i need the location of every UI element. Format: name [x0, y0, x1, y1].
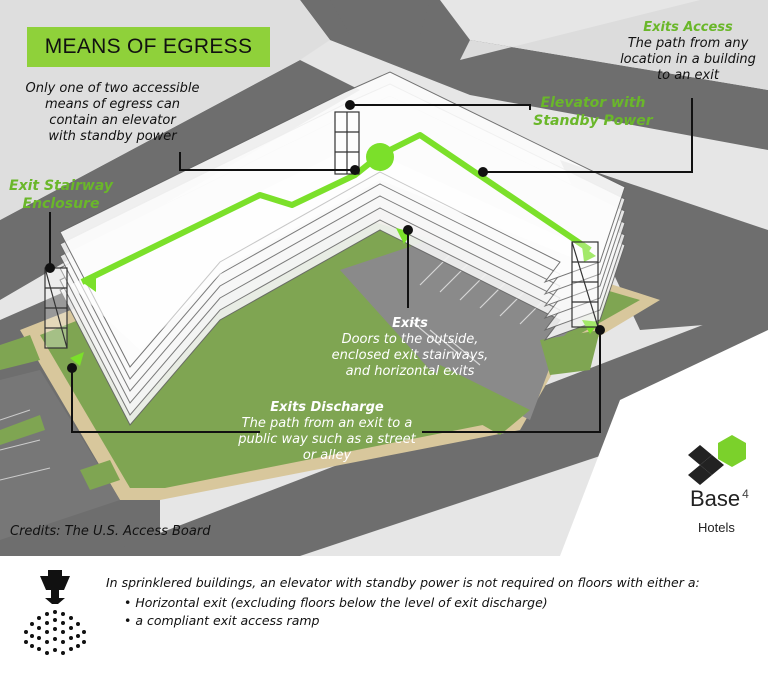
egress-diagram — [0, 0, 768, 556]
elevator-tower — [334, 111, 360, 175]
exits-line-2: enclosed exit stairways, — [331, 348, 489, 363]
callout-lines — [49, 98, 693, 433]
stair-tower-left — [44, 267, 68, 349]
label-only-one: Only one of two accessible means of egre… — [10, 81, 215, 145]
label-elevator: Elevator with Standby Power — [528, 94, 658, 130]
exits-line-3: and horizontal exits — [345, 364, 475, 379]
only-one-line-3: contain an elevator — [49, 113, 176, 128]
bullet-1-text: Horizontal exit (excluding floors below … — [135, 595, 548, 610]
elevator-line-1: Elevator with — [540, 95, 646, 111]
only-one-line-2: means of egress can — [44, 97, 181, 112]
discharge-title: Exits Discharge — [270, 400, 384, 415]
only-one-line-1: Only one of two accessible — [25, 81, 200, 96]
title-banner: MEANS OF EGRESS — [27, 27, 270, 67]
elevator-line-2: Standby Power — [533, 113, 653, 129]
bullet-2-text: a compliant exit access ramp — [135, 613, 320, 628]
exits-title: Exits — [392, 316, 428, 331]
exits-access-line-3: to an exit — [657, 68, 719, 83]
exits-access-line-1: The path from any — [627, 36, 749, 51]
footer-bullet-1: • Horizontal exit (excluding floors belo… — [124, 595, 548, 610]
stairway-line-2: Enclosure — [22, 196, 100, 212]
footer-note: In sprinklered buildings, an elevator wi… — [0, 556, 768, 679]
discharge-line-2: public way such as a street — [238, 432, 416, 447]
exits-access-title: Exits Access — [643, 20, 733, 35]
discharge-line-3: or alley — [302, 448, 352, 463]
label-discharge: Exits Discharge The path from an exit to… — [232, 400, 422, 464]
stairway-line-1: Exit Stairway — [9, 178, 113, 194]
page-title: MEANS OF EGRESS — [44, 35, 253, 58]
brand-sup: 4 — [742, 486, 749, 501]
label-stairway: Exit Stairway Enclosure — [6, 177, 116, 213]
base4-logo — [688, 435, 746, 485]
stair-tower-right — [571, 241, 599, 328]
footer-intro: In sprinklered buildings, an elevator wi… — [106, 575, 700, 590]
discharge-line-1: The path from an exit to a — [241, 416, 413, 431]
only-one-line-4: with standby power — [48, 129, 177, 144]
exits-access-line-2: location in a building — [620, 52, 756, 67]
label-exits: Exits Doors to the outside, enclosed exi… — [325, 316, 495, 380]
label-exits-access: Exits Access The path from any location … — [608, 20, 768, 84]
brand-subtitle: Hotels — [698, 520, 735, 535]
footer-bullet-2: • a compliant exit access ramp — [124, 613, 320, 628]
brand-word: Base — [690, 486, 741, 511]
sprinkler-icon — [24, 570, 86, 655]
exits-line-1: Doors to the outside, — [341, 332, 479, 347]
credits-text: Credits: The U.S. Access Board — [10, 524, 211, 539]
